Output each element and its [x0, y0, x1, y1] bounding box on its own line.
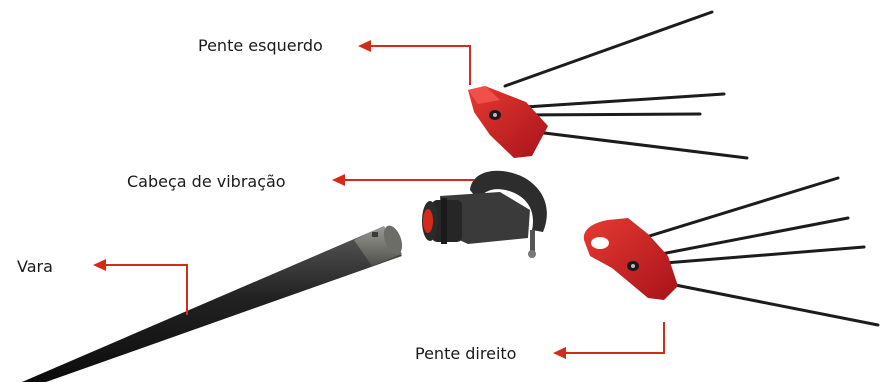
label-right-comb: Pente direito: [415, 344, 517, 363]
label-rod: Vara: [17, 257, 53, 276]
arrow-rod: [104, 264, 188, 315]
right-comb-tines: [618, 176, 880, 327]
label-vibration-head: Cabeça de vibração: [127, 172, 286, 191]
arrow-right-comb: [564, 322, 665, 354]
arrowhead-right-comb: [553, 347, 566, 359]
arrow-heads: [93, 40, 566, 359]
arrowhead-vibration-head: [332, 174, 345, 186]
vibration-head-part: [422, 170, 547, 258]
left-comb-part: [468, 86, 548, 158]
arrowhead-rod: [93, 259, 106, 271]
callout-arrows: [104, 45, 665, 354]
right-comb-part: [583, 218, 678, 300]
label-left-comb: Pente esquerdo: [198, 36, 323, 55]
arrow-left-comb: [368, 45, 471, 85]
left-comb-tines: [503, 10, 749, 160]
arrowhead-left-comb: [358, 40, 371, 52]
rod-part: [22, 225, 403, 382]
